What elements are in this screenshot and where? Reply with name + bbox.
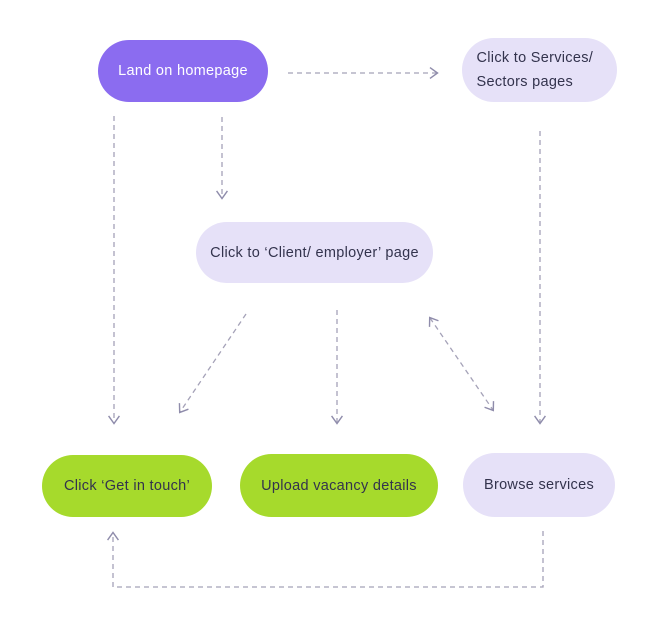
node-get-in-touch: Click ‘Get in touch’ xyxy=(42,455,212,517)
node-services-sectors: Click to Services/ Sectors pages xyxy=(462,38,617,102)
node-upload-vacancy: Upload vacancy details xyxy=(240,454,438,517)
node-land-homepage-label: Land on homepage xyxy=(118,63,248,79)
edge-client-browse-bidirectional xyxy=(428,316,495,412)
node-get-in-touch-label: Click ‘Get in touch’ xyxy=(63,478,191,494)
edge-browse-loop-to-getintouch xyxy=(107,531,544,588)
node-browse-services: Browse services xyxy=(463,453,615,517)
node-upload-vacancy-label: Upload vacancy details xyxy=(261,477,417,494)
node-client-employer-label: Click to ‘Client/ employer’ page xyxy=(210,244,419,261)
node-land-homepage: Land on homepage xyxy=(98,40,268,102)
node-browse-services-label: Browse services xyxy=(483,477,595,493)
node-services-sectors-label: Click to Services/ Sectors pages xyxy=(476,50,594,90)
edge-client-to-getintouch xyxy=(178,313,247,414)
node-client-employer: Click to ‘Client/ employer’ page xyxy=(196,222,433,283)
